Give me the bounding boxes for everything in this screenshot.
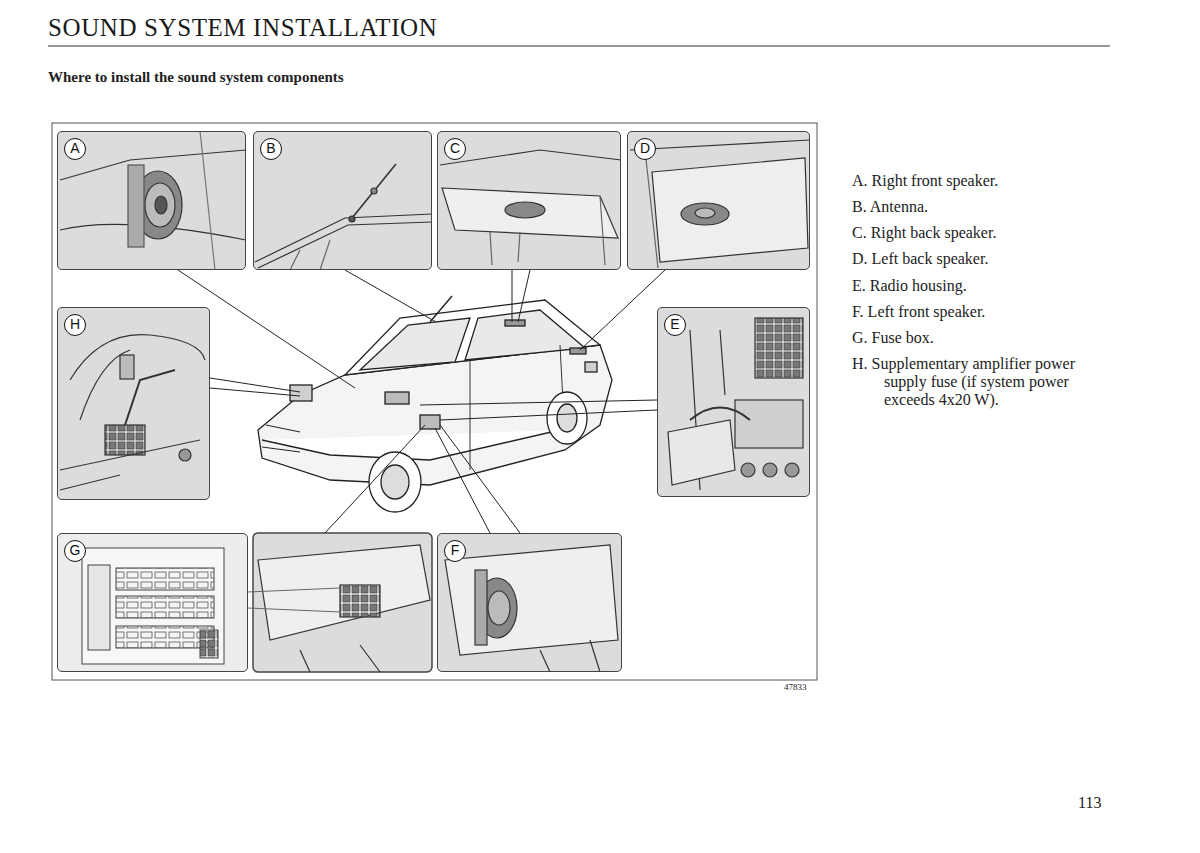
illustration-panel: G [57,533,248,672]
panel-grounds [57,131,810,672]
page-number: 113 [1078,793,1138,812]
callout-letter: D [634,138,656,160]
key-entry: A. Right front speaker. [852,172,1112,190]
page-title: SOUND SYSTEM INSTALLATION [48,14,437,42]
key-entry: F. Left front speaker. [852,303,1112,321]
illustration-panel: A [57,131,246,270]
speaker-sketch [445,545,618,672]
header-rule [48,45,1110,46]
location-panel [253,533,432,672]
illustration-panel: H [57,307,210,500]
fuse-box-sketch [82,548,224,664]
speaker-sketch [630,140,810,268]
key-entry: C. Right back speaker. [852,224,1112,242]
figure-frame [52,123,817,680]
key-entry: E. Radio housing. [852,277,1112,295]
illustration-panel: D [627,131,810,270]
callout-letter: B [260,138,282,160]
callout-letter: G [64,540,86,562]
key-entry: G. Fuse box. [852,329,1112,347]
key-entry: B. Antenna. [852,198,1112,216]
key-entry: H. Supplementary amplifier power supply … [852,355,1102,409]
car-drawing [258,296,612,512]
callout-letter: C [444,138,466,160]
dashboard-sketch [258,545,430,672]
callout-letter: A [64,138,86,160]
figure-number: 47833 [784,681,844,693]
speaker-sketch [440,150,621,265]
key-entry: D. Left back speaker. [852,250,1112,268]
radio-housing-sketch [668,318,803,490]
fuse-holder-sketch [60,335,205,490]
illustration-panel: B [253,131,432,270]
callout-letter: F [444,540,466,562]
illustration-panel: F [437,533,622,672]
illustration-panel: C [437,131,621,270]
callout-letter: E [664,314,686,336]
subtitle: Where to install the sound system compon… [48,68,548,86]
callout-letter: H [64,314,86,336]
illustration-panel: E [657,307,810,497]
speaker-sketch [60,131,246,270]
antenna-sketch [255,164,432,270]
leader-lines [178,270,665,612]
